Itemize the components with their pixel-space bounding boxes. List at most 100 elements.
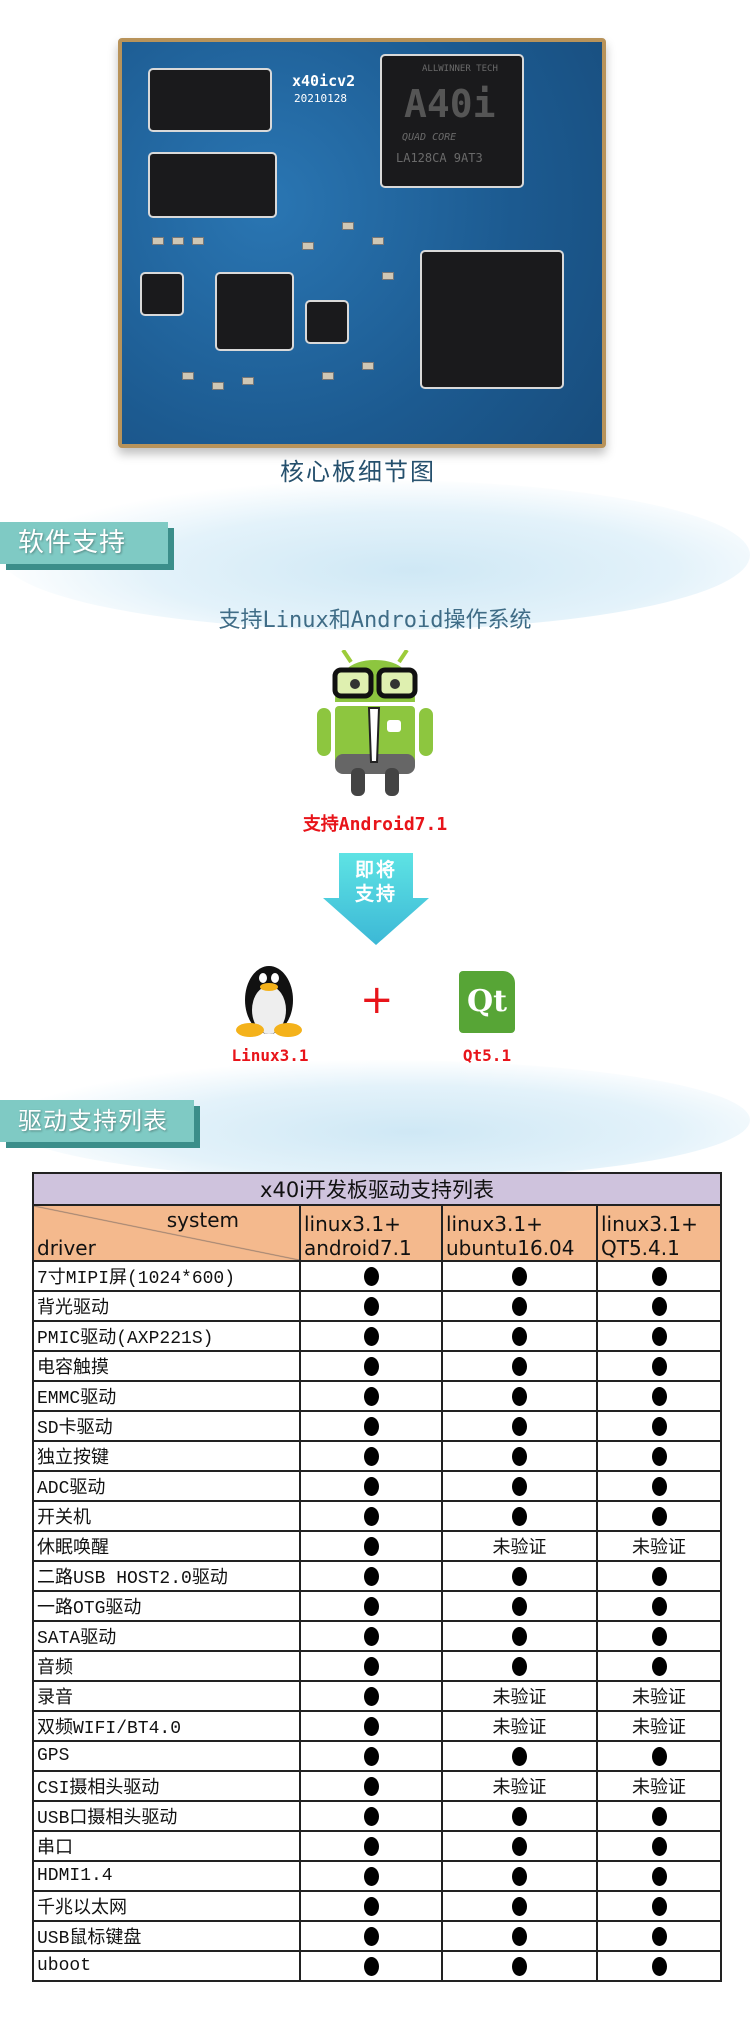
supported-dot-icon: ● [512,1267,527,1286]
unverified-cell: 未验证 [441,1530,598,1562]
support-cell: ● [595,1800,723,1832]
support-cell: ● [441,1290,598,1322]
header-driver: driver [37,1236,96,1260]
supported-dot-icon: ● [512,1597,527,1616]
table-row: 独立按键●●● [32,1440,723,1472]
supported-dot-icon: ● [363,1387,379,1406]
support-cell: ● [441,1590,598,1622]
driver-name: 背光驱动 [32,1290,301,1322]
support-cell: ● [299,1680,443,1712]
ram-chip [150,70,270,130]
supported-dot-icon: ● [512,1627,527,1646]
support-cell: ● [595,1620,723,1652]
supported-dot-icon: ● [512,1807,527,1826]
driver-name: 千兆以太网 [32,1890,301,1922]
supported-dot-icon: ● [363,1447,379,1466]
supported-dot-icon: ● [651,1867,667,1886]
supported-dot-icon: ● [512,1447,527,1466]
support-cell: ● [299,1950,443,1982]
support-cell: ● [441,1740,598,1772]
driver-name: 开关机 [32,1500,301,1532]
driver-name: SD卡驱动 [32,1410,301,1442]
supported-dot-icon: ● [651,1897,667,1916]
unverified-label: 未验证 [632,1777,687,1798]
support-cell: ● [299,1740,443,1772]
support-cell: ● [299,1590,443,1622]
support-cell: ● [299,1470,443,1502]
supported-dot-icon: ● [651,1417,667,1436]
support-cell: ● [441,1260,598,1292]
header-col-android: linux3.1+android7.1 [299,1204,443,1262]
supported-dot-icon: ● [512,1747,527,1766]
support-cell: ● [441,1890,598,1922]
support-cell: ● [299,1440,443,1472]
supported-dot-icon: ● [363,1567,379,1586]
driver-name: uboot [32,1950,301,1982]
supported-dot-icon: ● [651,1297,667,1316]
driver-name: PMIC驱动(AXP221S) [32,1320,301,1352]
unverified-label: 未验证 [632,1687,687,1708]
support-cell: ● [299,1830,443,1862]
support-cell: ● [299,1620,443,1652]
supported-dot-icon: ● [512,1867,527,1886]
supported-dot-icon: ● [512,1567,527,1586]
supported-dot-icon: ● [363,1657,379,1676]
driver-support-table: x40i开发板驱动支持列表 system driver linux3.1+and… [31,1172,723,1982]
driver-name: 一路OTG驱动 [32,1590,301,1622]
supported-dot-icon: ● [363,1267,379,1286]
support-cell: ● [299,1260,443,1292]
unverified-label: 未验证 [492,1717,547,1738]
table-row: GPS●●● [32,1740,723,1772]
table-row: 二路USB HOST2.0驱动●●● [32,1560,723,1592]
support-cell: ● [595,1560,723,1592]
supported-dot-icon: ● [363,1627,379,1646]
support-cell: ● [595,1290,723,1322]
supported-dot-icon: ● [363,1537,379,1556]
table-row: PMIC驱动(AXP221S)●●● [32,1320,723,1352]
support-cell: ● [441,1620,598,1652]
section-title-drivers: 驱动支持列表 [0,1100,194,1142]
unverified-cell: 未验证 [595,1680,723,1712]
support-cell: ● [299,1860,443,1892]
supported-dot-icon: ● [363,1717,379,1736]
driver-name: 独立按键 [32,1440,301,1472]
support-cell: ● [441,1350,598,1382]
unverified-cell: 未验证 [441,1680,598,1712]
driver-name: 录音 [32,1680,301,1712]
supported-dot-icon: ● [651,1657,667,1676]
supported-dot-icon: ● [363,1687,379,1706]
supported-dot-icon: ● [651,1327,667,1346]
table-row: 录音 ● 未验证 未验证 [32,1680,723,1712]
support-cell: ● [595,1260,723,1292]
pmic-chip [217,274,292,349]
arrow-text: 即将支持 [354,859,397,905]
driver-name: USB口摄相头驱动 [32,1800,301,1832]
supported-dot-icon: ● [363,1927,379,1946]
linux-penguin-icon [236,966,302,1037]
qt-logo-icon: Qt [459,971,515,1033]
unverified-label: 未验证 [632,1717,687,1738]
table-header-row: system driver linux3.1+android7.1 linux3… [32,1204,723,1262]
support-cell: ● [595,1320,723,1352]
supported-dot-icon: ● [651,1477,667,1496]
supported-dot-icon: ● [512,1477,527,1496]
supported-dot-icon: ● [651,1837,667,1856]
support-cell: ● [595,1380,723,1412]
emmc-chip [422,252,562,387]
driver-name: 音频 [32,1650,301,1682]
supported-dot-icon: ● [651,1627,667,1646]
support-cell: ● [595,1470,723,1502]
supported-dot-icon: ● [512,1657,527,1676]
support-cell: ● [299,1800,443,1832]
supported-dot-icon: ● [512,1297,527,1316]
unverified-label: 未验证 [492,1777,547,1798]
supported-dot-icon: ● [363,1747,379,1766]
support-cell: ● [595,1500,723,1532]
support-cell: ● [595,1590,723,1622]
supported-dot-icon: ● [651,1957,667,1976]
support-cell: ● [441,1380,598,1412]
support-cell: ● [595,1830,723,1862]
supported-dot-icon: ● [651,1807,667,1826]
qt-version-label: Qt5.1 [462,1046,512,1065]
